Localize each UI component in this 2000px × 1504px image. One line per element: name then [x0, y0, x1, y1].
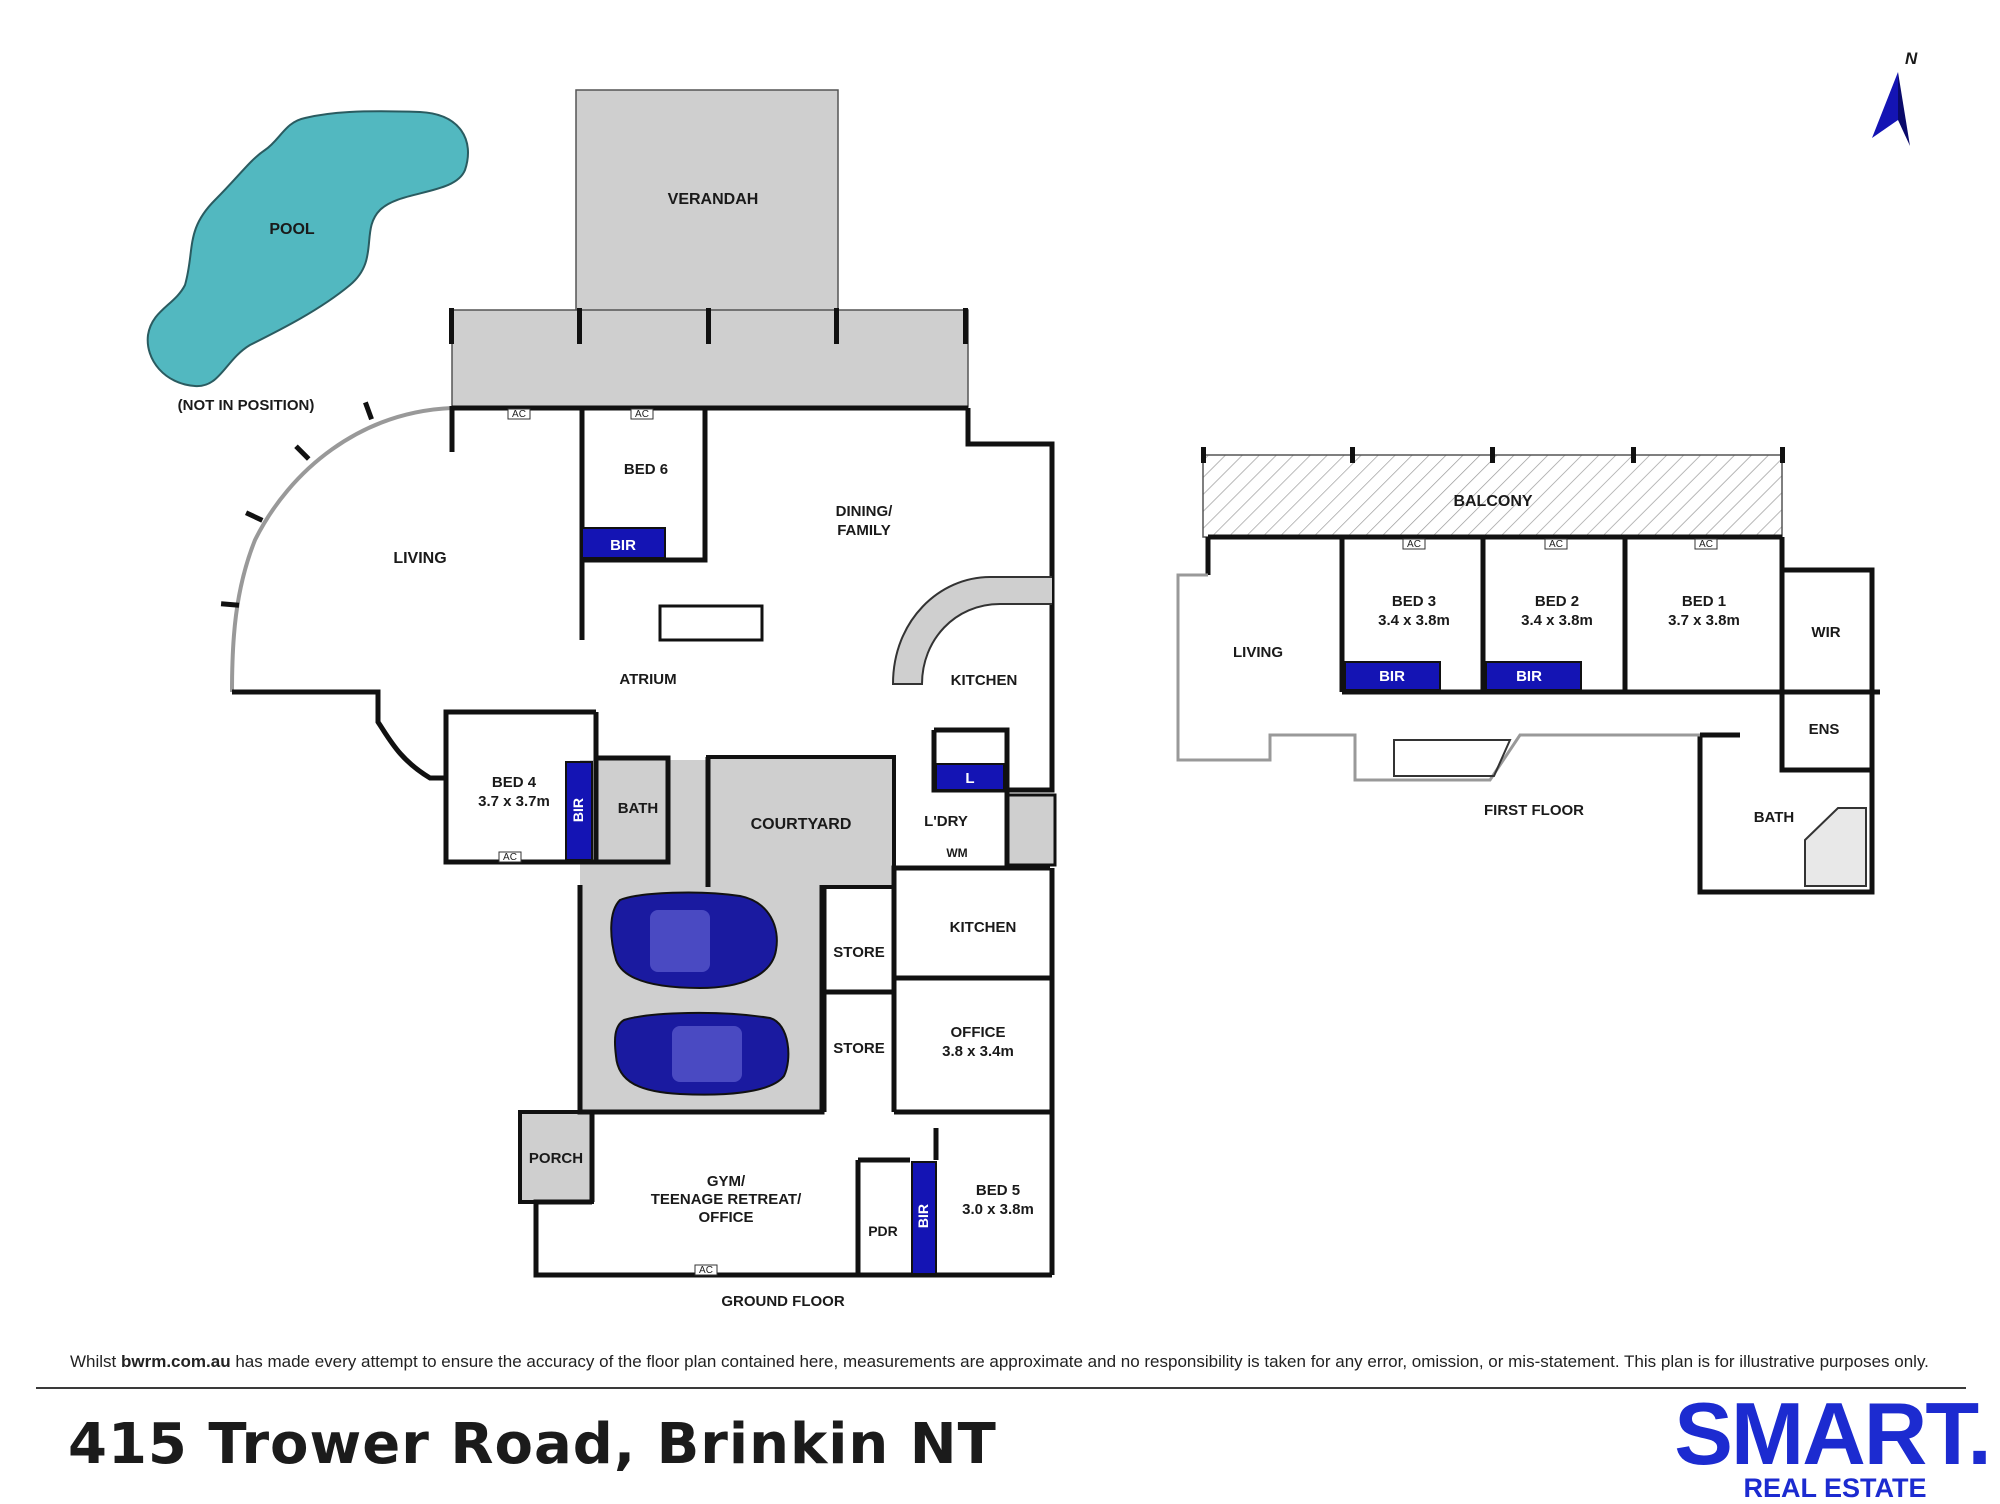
garage-side — [580, 760, 708, 886]
kitchen-label: KITCHEN — [951, 672, 1018, 689]
office-label: OFFICE — [951, 1024, 1006, 1041]
laundry-l-label: L — [965, 770, 974, 787]
bed3-bir-label: BIR — [1379, 668, 1405, 685]
disclaimer-pre: Whilst — [70, 1352, 121, 1371]
gym-label-3: OFFICE — [699, 1209, 754, 1226]
brand-logo: SMART. — [1674, 1384, 1992, 1483]
svg-text:AC: AC — [1407, 539, 1421, 550]
bath-label: BATH — [618, 800, 659, 817]
svg-text:AC: AC — [635, 409, 649, 420]
ff-bath-label: BATH — [1754, 809, 1795, 826]
bed4-bir-label: BIR — [570, 798, 586, 822]
living-label: LIVING — [393, 550, 446, 567]
bed2-size: 3.4 x 3.8m — [1521, 612, 1593, 629]
balcony-label: BALCONY — [1453, 493, 1532, 510]
pdr-label: PDR — [868, 1223, 898, 1239]
laundry-label: L'DRY — [924, 813, 968, 830]
north-arrow-icon: N — [1872, 49, 1918, 146]
bed2-label: BED 2 — [1535, 593, 1579, 610]
laundry-grey — [1005, 793, 1057, 867]
porch-label: PORCH — [529, 1150, 583, 1167]
svg-text:AC: AC — [1549, 539, 1563, 550]
bed5-label: BED 5 — [976, 1182, 1020, 1199]
north-label: N — [1905, 49, 1918, 68]
laundry-l-box — [935, 763, 1005, 791]
kitchen-bench — [891, 576, 1052, 685]
ground-floor-caption: GROUND FLOOR — [721, 1293, 844, 1310]
svg-text:AC: AC — [1699, 539, 1713, 550]
disclaimer-site-link[interactable]: bwrm.com.au — [121, 1352, 231, 1371]
bed2-bir-label: BIR — [1516, 668, 1542, 685]
bed3-bir — [1344, 661, 1441, 691]
ff-living-label: LIVING — [1233, 644, 1283, 661]
svg-text:AC: AC — [512, 409, 526, 420]
family-label: FAMILY — [837, 522, 891, 539]
bed1-size: 3.7 x 3.8m — [1668, 612, 1740, 629]
ground-floor-walls — [230, 405, 1055, 1278]
office-size: 3.8 x 3.4m — [942, 1043, 1014, 1060]
courtyard-label: COURTYARD — [751, 816, 852, 833]
bed6-bir — [581, 527, 666, 559]
bed4-size: 3.7 x 3.7m — [478, 793, 550, 810]
first-floor-outline-grey — [1176, 573, 1700, 782]
disclaimer-post: has made every attempt to ensure the acc… — [230, 1352, 1929, 1371]
bed4-label: BED 4 — [492, 774, 537, 791]
kitchen2-label: KITCHEN — [950, 919, 1017, 936]
bathtub-icon — [1804, 807, 1867, 887]
bed1-label: BED 1 — [1682, 593, 1726, 610]
balcony-posts — [1201, 447, 1785, 463]
ac-tags-first: AC AC AC — [1402, 538, 1718, 550]
ens-label: ENS — [1809, 721, 1840, 738]
balcony-area — [1202, 454, 1783, 538]
ac-tags-ground: AC AC AC AC — [498, 408, 718, 1276]
bed6-bir-label: BIR — [610, 537, 636, 554]
first-floor-caption: FIRST FLOOR — [1484, 802, 1584, 819]
living-window-marks — [220, 401, 374, 608]
car-icon-2 — [614, 1011, 790, 1096]
brand-subtitle: REAL ESTATE — [1743, 1473, 1927, 1503]
wir-label: WIR — [1811, 624, 1840, 641]
floor-plan: N POOL (NOT IN POSITION) VERANDAH — [146, 49, 1918, 1310]
bed5-bir-label: BIR — [915, 1204, 931, 1228]
footer-divider — [36, 1387, 1966, 1389]
disclaimer: Whilst bwrm.com.au has made every attemp… — [70, 1352, 1950, 1372]
car-icon-1 — [610, 891, 778, 990]
dining-label: DINING/ — [836, 503, 894, 520]
store2-label: STORE — [833, 1040, 884, 1057]
svg-text:AC: AC — [699, 1265, 713, 1276]
first-floor-walls — [1205, 534, 1880, 895]
svg-text:AC: AC — [503, 852, 517, 863]
verandah-label: VERANDAH — [668, 191, 759, 208]
bed2-bir — [1485, 661, 1582, 691]
pool-note: (NOT IN POSITION) — [178, 397, 315, 414]
atrium-label: ATRIUM — [619, 671, 676, 688]
pool-shape — [146, 110, 469, 388]
pool-label: POOL — [269, 221, 315, 238]
gym-label-1: GYM/ — [707, 1173, 746, 1190]
verandah-area — [575, 89, 839, 313]
washing-machine-label: WM — [946, 846, 967, 860]
bed3-size: 3.4 x 3.8m — [1378, 612, 1450, 629]
bed5-bir — [911, 1161, 937, 1275]
first-floor-stair — [1393, 739, 1512, 777]
verandah-posts — [449, 308, 968, 344]
store1-label: STORE — [833, 944, 884, 961]
bed3-label: BED 3 — [1392, 593, 1436, 610]
bed6-label: BED 6 — [624, 461, 668, 478]
bed5-size: 3.0 x 3.8m — [962, 1201, 1034, 1218]
gym-label-2: TEENAGE RETREAT/ — [651, 1191, 802, 1208]
property-address: 415 Trower Road, Brinkin NT — [68, 1412, 997, 1477]
bed4-bir — [565, 761, 593, 861]
